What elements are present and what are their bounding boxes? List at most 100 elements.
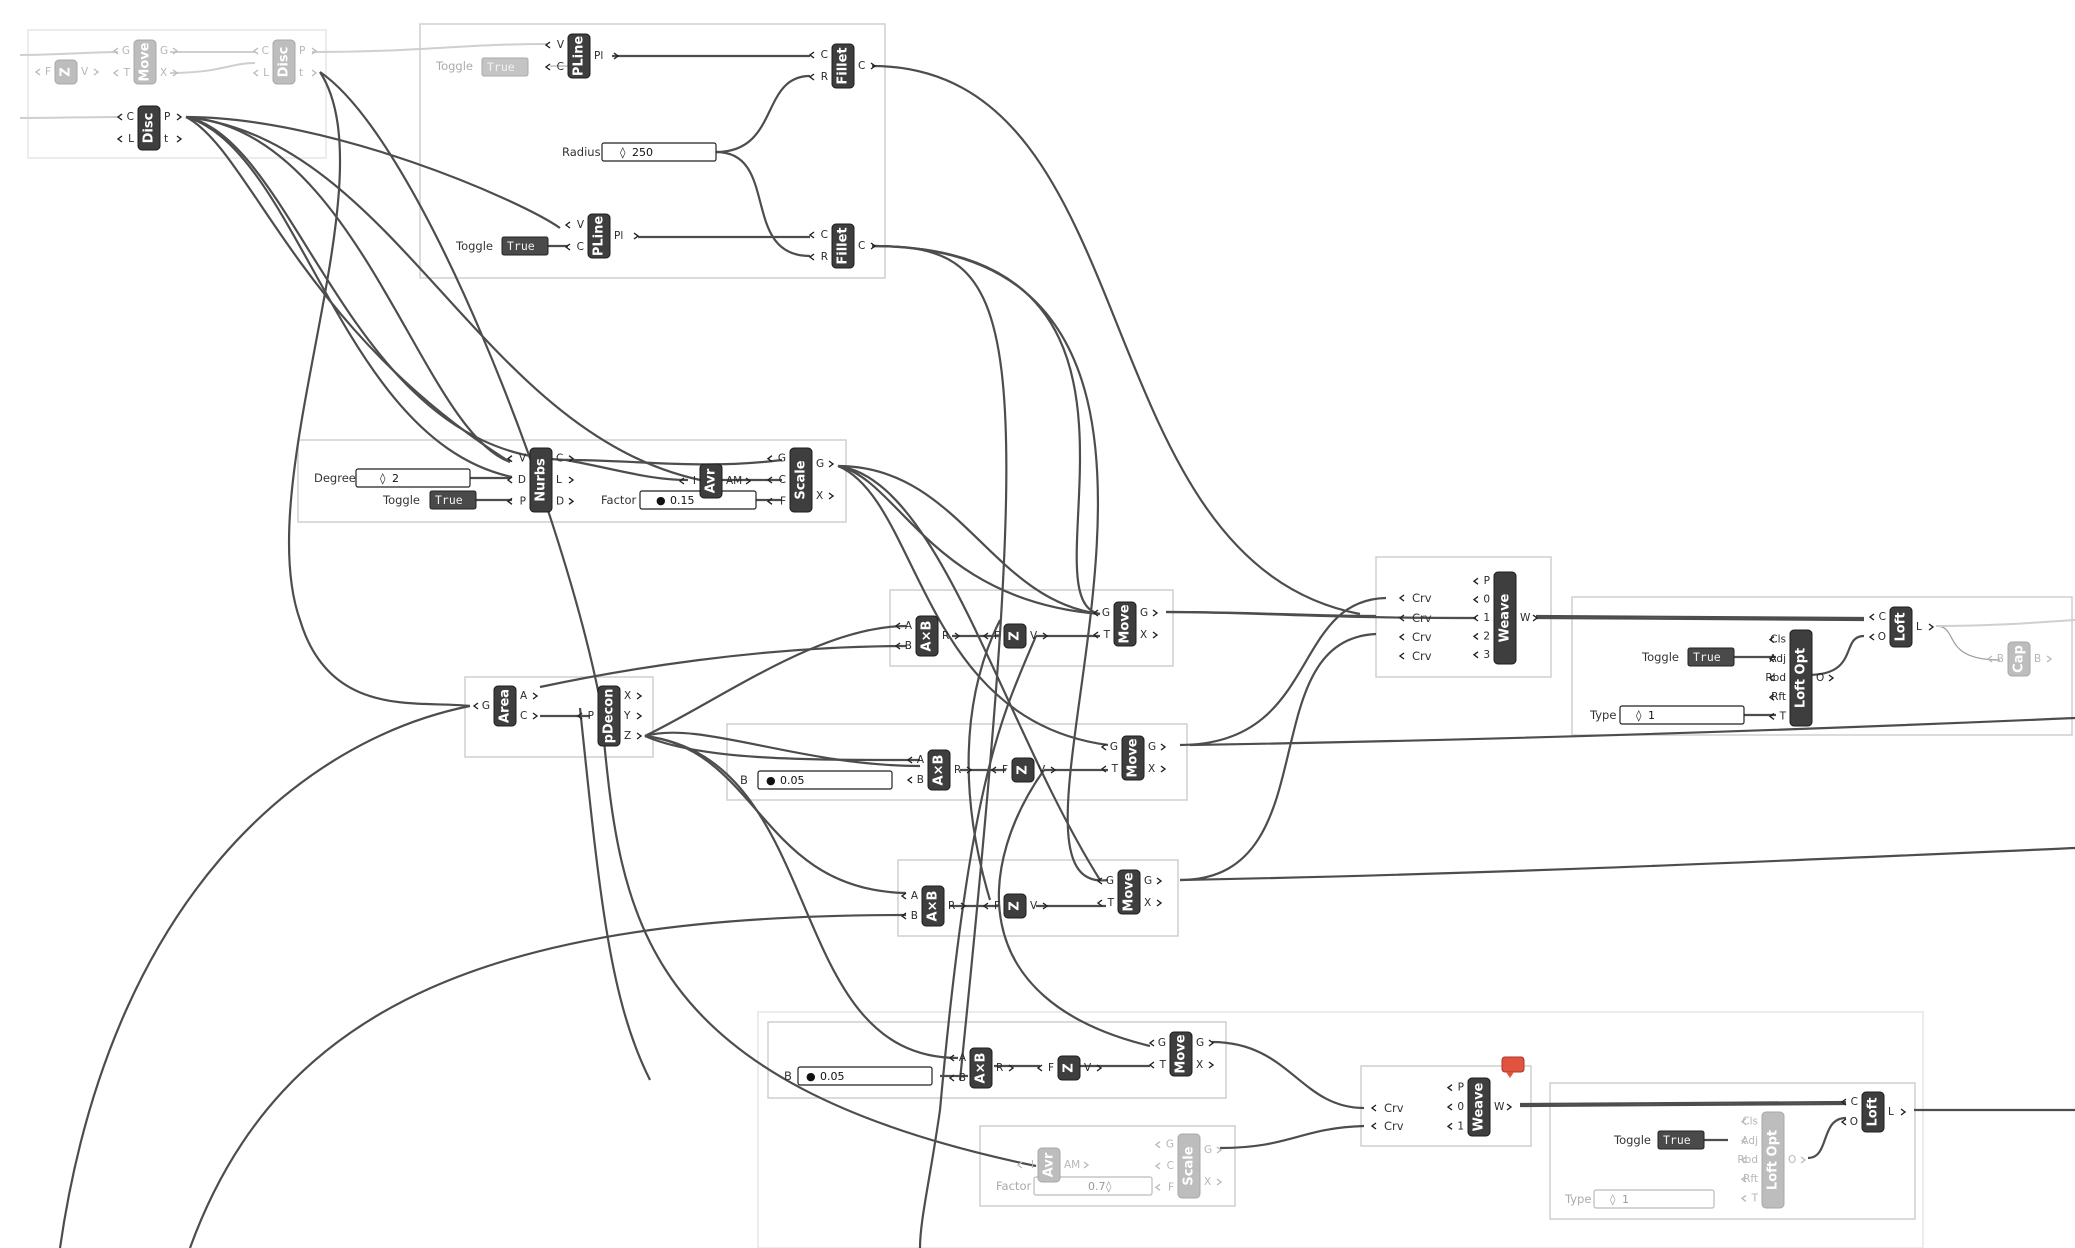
z-4-capsule[interactable]: [1057, 1055, 1081, 1081]
param-type-slider-top[interactable]: Type 1 ◊: [1589, 705, 1745, 725]
fillet-top-output-grip[interactable]: [870, 62, 877, 70]
scale-bottom-output-grip[interactable]: [1216, 1178, 1223, 1186]
pline-mid-input-V[interactable]: V: [577, 219, 585, 231]
move-1-input-G[interactable]: G: [1102, 607, 1110, 619]
cap-right-input-grip[interactable]: [1986, 655, 1993, 663]
weave-top-input-2[interactable]: 2: [1483, 630, 1490, 642]
weave-top-curve-grip[interactable]: [1398, 614, 1405, 622]
area-output-A[interactable]: A: [520, 690, 528, 702]
disc-left-output-P[interactable]: P: [164, 111, 170, 123]
loft-top-output-grip[interactable]: [1928, 623, 1935, 631]
axb-1-input-grip[interactable]: [894, 622, 901, 630]
fillet-top-input-grip[interactable]: [808, 51, 815, 59]
nurbs-capsule[interactable]: [529, 447, 553, 513]
avr-top-input-I[interactable]: I: [693, 475, 696, 487]
disc-top-input-L[interactable]: L: [263, 67, 269, 79]
scale-top-output-grip[interactable]: [828, 492, 835, 500]
disc-top-output-P[interactable]: P: [299, 45, 305, 57]
cap-right-capsule[interactable]: [2007, 641, 2031, 677]
param-factor-slider-bottom[interactable]: Factor 0.7 ◊: [996, 1176, 1153, 1196]
avr-top-capsule[interactable]: [699, 463, 723, 499]
pline-top-input-grip[interactable]: [544, 63, 551, 71]
loftopt-bottom-capsule[interactable]: [1761, 1111, 1785, 1209]
loftopt-bottom-output-O[interactable]: O: [1788, 1154, 1796, 1166]
loftopt-top-input-grip[interactable]: [1768, 655, 1775, 663]
loftopt-top-output-grip[interactable]: [1828, 674, 1835, 682]
z-topleft-output-V[interactable]: V: [81, 66, 89, 78]
pline-top-output-Pl[interactable]: Pl: [594, 50, 603, 62]
move-3-input-grip[interactable]: [1096, 899, 1103, 907]
loftopt-bottom-input-grip[interactable]: [1740, 1156, 1747, 1164]
axb-1-input-B[interactable]: B: [905, 640, 912, 652]
weave-bottom-input-grip[interactable]: [1446, 1122, 1453, 1130]
move-2-output-grip[interactable]: [1160, 743, 1167, 751]
pdecon-output-grip[interactable]: [636, 692, 643, 700]
move-topleft-input-grip[interactable]: [112, 47, 119, 55]
axb-1-capsule[interactable]: [915, 615, 939, 657]
z-2-output-V[interactable]: V: [1038, 764, 1046, 776]
loftopt-bottom-input-Cls[interactable]: Cls: [1742, 1116, 1758, 1128]
axb-4-output-grip[interactable]: [1008, 1064, 1015, 1072]
weave-top-input-P[interactable]: P: [1484, 575, 1490, 587]
z-1-input-F[interactable]: F: [994, 630, 1000, 642]
cap-right-input-B[interactable]: B: [1997, 653, 2004, 665]
move-4-input-grip[interactable]: [1148, 1039, 1155, 1047]
axb-4-input-grip[interactable]: [948, 1054, 955, 1062]
z-3-output-V[interactable]: V: [1030, 900, 1038, 912]
axb-1-input-grip[interactable]: [894, 642, 901, 650]
loft-bottom-capsule[interactable]: [1861, 1091, 1885, 1133]
move-1-capsule[interactable]: [1113, 601, 1137, 647]
loftopt-bottom-output-grip[interactable]: [1800, 1156, 1807, 1164]
loft-top-input-C[interactable]: C: [1879, 611, 1886, 623]
weave-top-input-grip[interactable]: [1472, 596, 1479, 604]
disc-top-output-grip[interactable]: [311, 69, 318, 77]
loftopt-bottom-input-T[interactable]: T: [1751, 1192, 1759, 1204]
loft-bottom-input-C[interactable]: C: [1851, 1096, 1858, 1108]
loftopt-top-output-O[interactable]: O: [1816, 672, 1824, 684]
scale-bottom-capsule[interactable]: [1177, 1133, 1201, 1199]
axb-2-input-grip[interactable]: [906, 776, 913, 784]
z-3-input-F[interactable]: F: [994, 900, 1000, 912]
z-1-input-grip[interactable]: [982, 632, 989, 640]
z-3-output-grip[interactable]: [1042, 902, 1049, 910]
pline-top-output-grip[interactable]: [613, 52, 620, 60]
fillet-top-input-grip[interactable]: [808, 73, 815, 81]
axb-2-output-R[interactable]: R: [954, 764, 961, 776]
fillet-top-output-C[interactable]: C: [858, 60, 865, 72]
move-2-output-G[interactable]: G: [1148, 741, 1156, 753]
scale-bottom-input-F[interactable]: F: [1168, 1181, 1174, 1193]
move-4-input-G[interactable]: G: [1158, 1037, 1166, 1049]
param-degree-slider[interactable]: Degree 2 ◊: [314, 468, 471, 488]
weave-top-curve-grip[interactable]: [1398, 594, 1405, 602]
axb-2-capsule[interactable]: [927, 749, 951, 791]
weave-top-input-1[interactable]: 1: [1483, 612, 1490, 624]
pdecon-output-X[interactable]: X: [624, 690, 631, 702]
move-topleft-output-grip[interactable]: [172, 69, 179, 77]
loft-top-output-L[interactable]: L: [1916, 621, 1922, 633]
move-1-output-X[interactable]: X: [1140, 629, 1147, 641]
z-1-capsule[interactable]: [1003, 623, 1027, 649]
z-1-output-V[interactable]: V: [1030, 630, 1038, 642]
scale-bottom-input-grip[interactable]: [1154, 1162, 1161, 1170]
loft-top-input-O[interactable]: O: [1878, 631, 1886, 643]
z-4-input-F[interactable]: F: [1048, 1062, 1054, 1074]
loft-bottom-output-L[interactable]: L: [1888, 1106, 1894, 1118]
disc-left-input-C[interactable]: C: [127, 111, 134, 123]
move-2-output-X[interactable]: X: [1148, 763, 1155, 775]
nurbs-output-grip[interactable]: [568, 476, 575, 484]
move-4-output-G[interactable]: G: [1196, 1037, 1204, 1049]
axb-3-input-grip[interactable]: [900, 892, 907, 900]
move-1-input-grip[interactable]: [1092, 631, 1099, 639]
